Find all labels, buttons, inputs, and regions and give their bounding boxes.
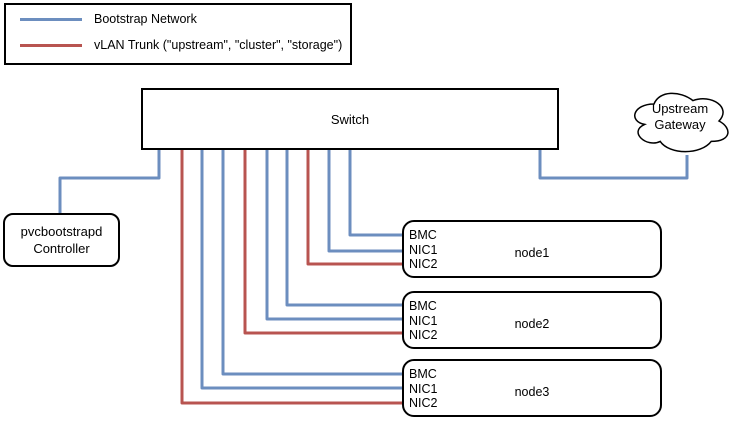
wire-switch-to-node2-bmc xyxy=(285,148,404,307)
node2-port-nic2: NIC2 xyxy=(409,328,438,343)
node2-box: BMC NIC1 NIC2 node2 xyxy=(402,291,662,349)
cloud-shape xyxy=(634,92,729,153)
upstream-gateway-node: Upstream Gateway xyxy=(640,101,720,133)
wire-switch-to-node2-nic1 xyxy=(265,148,404,321)
wire-switch-to-node1-bmc xyxy=(348,148,404,237)
node1-name: node1 xyxy=(514,245,550,260)
wire-switch-to-node2-nic2 xyxy=(243,148,404,335)
switch-node: Switch xyxy=(141,88,559,150)
node2-port-bmc: BMC xyxy=(409,299,437,313)
legend-item-vlan-trunk: vLAN Trunk ("upstream", "cluster", "stor… xyxy=(20,36,342,54)
gateway-label-line2: Gateway xyxy=(654,117,706,132)
node2-name: node2 xyxy=(514,316,550,331)
node3-box: BMC NIC1 NIC2 node3 xyxy=(402,359,662,417)
switch-label: Switch xyxy=(330,111,370,127)
wire-switch-to-controller xyxy=(58,148,161,215)
legend-item-bootstrap-network: Bootstrap Network xyxy=(20,10,197,28)
node1-port-nic2: NIC2 xyxy=(409,257,438,272)
wire-switch-to-node3-nic1 xyxy=(200,148,404,390)
legend-box: Bootstrap Network vLAN Trunk ("upstream"… xyxy=(4,3,352,65)
node3-port-nic2: NIC2 xyxy=(409,396,438,411)
controller-label-line1: pvcbootstrapd xyxy=(20,224,103,239)
gateway-label-line1: Upstream xyxy=(651,101,709,116)
legend-label-vlan-trunk: vLAN Trunk ("upstream", "cluster", "stor… xyxy=(94,38,343,52)
node1-port-nic1: NIC1 xyxy=(409,242,438,257)
bootstrap-network-swatch xyxy=(20,17,82,21)
wire-switch-to-node3-nic2 xyxy=(180,148,404,405)
pvcbootstrapd-controller-node: pvcbootstrapd Controller xyxy=(3,213,120,267)
node3-name: node3 xyxy=(514,384,550,399)
wire-switch-to-gateway xyxy=(538,150,689,180)
controller-label-line2: Controller xyxy=(33,241,90,256)
wire-switch-to-node1-nic1 xyxy=(327,148,404,253)
node2-ports: BMC NIC1 NIC2 xyxy=(409,299,437,343)
node1-ports: BMC NIC1 NIC2 xyxy=(409,228,437,272)
node3-port-bmc: BMC xyxy=(409,367,437,381)
legend-label-bootstrap-network: Bootstrap Network xyxy=(94,12,197,26)
node2-port-nic1: NIC1 xyxy=(409,313,438,328)
node1-box: BMC NIC1 NIC2 node1 xyxy=(402,220,662,278)
node3-port-nic1: NIC1 xyxy=(409,381,438,396)
vlan-trunk-swatch xyxy=(20,43,82,47)
wire-switch-to-node3-bmc xyxy=(221,148,404,376)
node3-ports: BMC NIC1 NIC2 xyxy=(409,367,437,411)
node1-port-bmc: BMC xyxy=(409,228,437,242)
wire-switch-to-node1-nic2 xyxy=(306,148,404,266)
